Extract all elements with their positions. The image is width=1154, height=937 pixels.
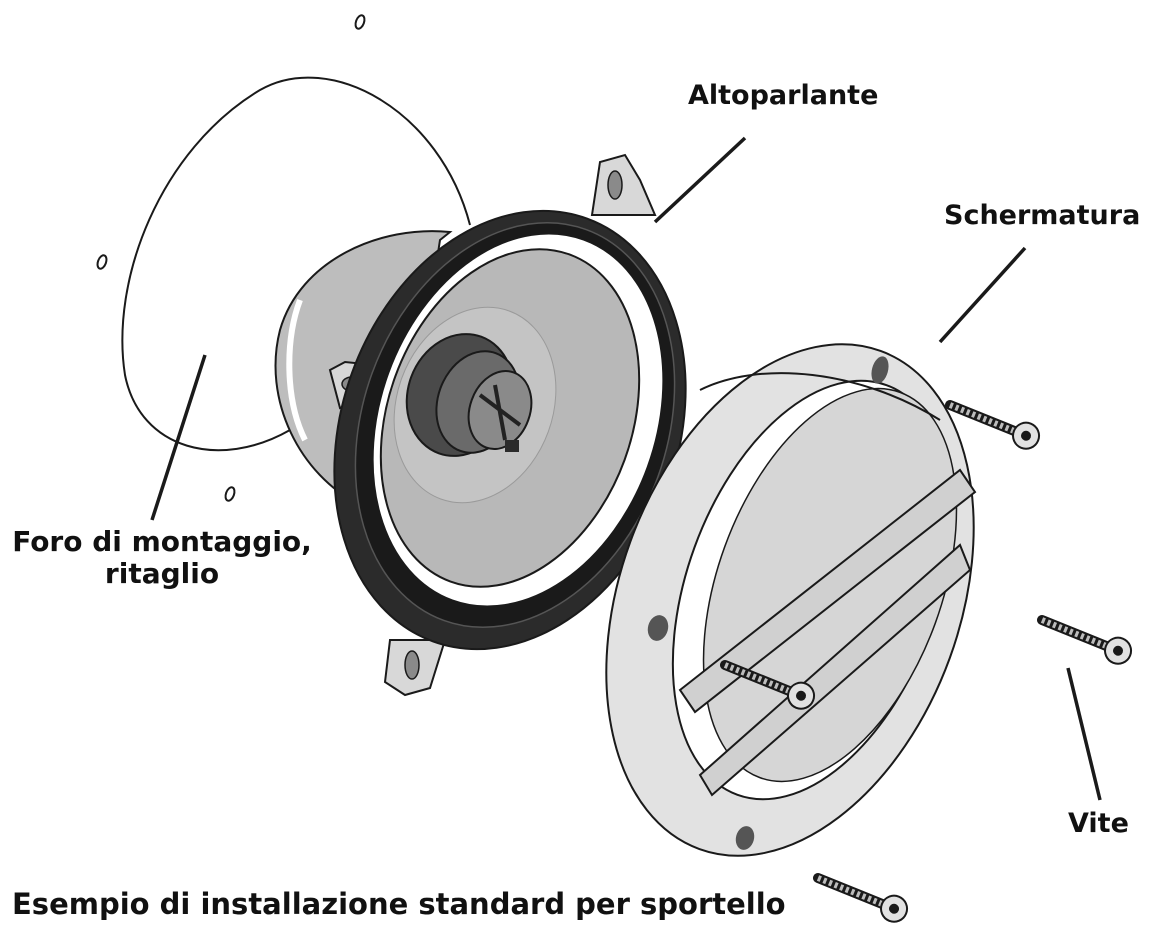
leader-line-mounting-hole — [150, 354, 207, 521]
label-shield: Schermatura — [944, 200, 1141, 231]
label-screw: Vite — [1068, 808, 1129, 839]
label-speaker: Altoparlante — [688, 80, 879, 111]
speaker-mounting-tab — [590, 153, 657, 216]
speaker-mounting-tab — [383, 639, 447, 697]
screw — [813, 873, 909, 923]
tweeter — [405, 333, 533, 457]
label-mounting-hole: Foro di montaggio, ritaglio — [12, 525, 312, 591]
screw — [720, 660, 816, 710]
screw — [1037, 615, 1133, 665]
leader-line-shield — [938, 246, 1027, 344]
diagram-caption: Esempio di installazione standard per sp… — [12, 887, 786, 921]
leader-line-speaker — [653, 136, 747, 224]
screw — [945, 400, 1041, 450]
label-mounting-hole-line1: Foro di montaggio, — [12, 525, 312, 558]
label-mounting-hole-line2: ritaglio — [104, 557, 220, 591]
screw-hole-marker — [354, 14, 366, 30]
leader-line-screw — [1066, 667, 1102, 801]
speaker-grille-shield — [605, 343, 977, 857]
screw-hole-marker — [96, 254, 108, 270]
speaker-front — [333, 209, 687, 651]
screw-hole-marker — [224, 486, 236, 502]
